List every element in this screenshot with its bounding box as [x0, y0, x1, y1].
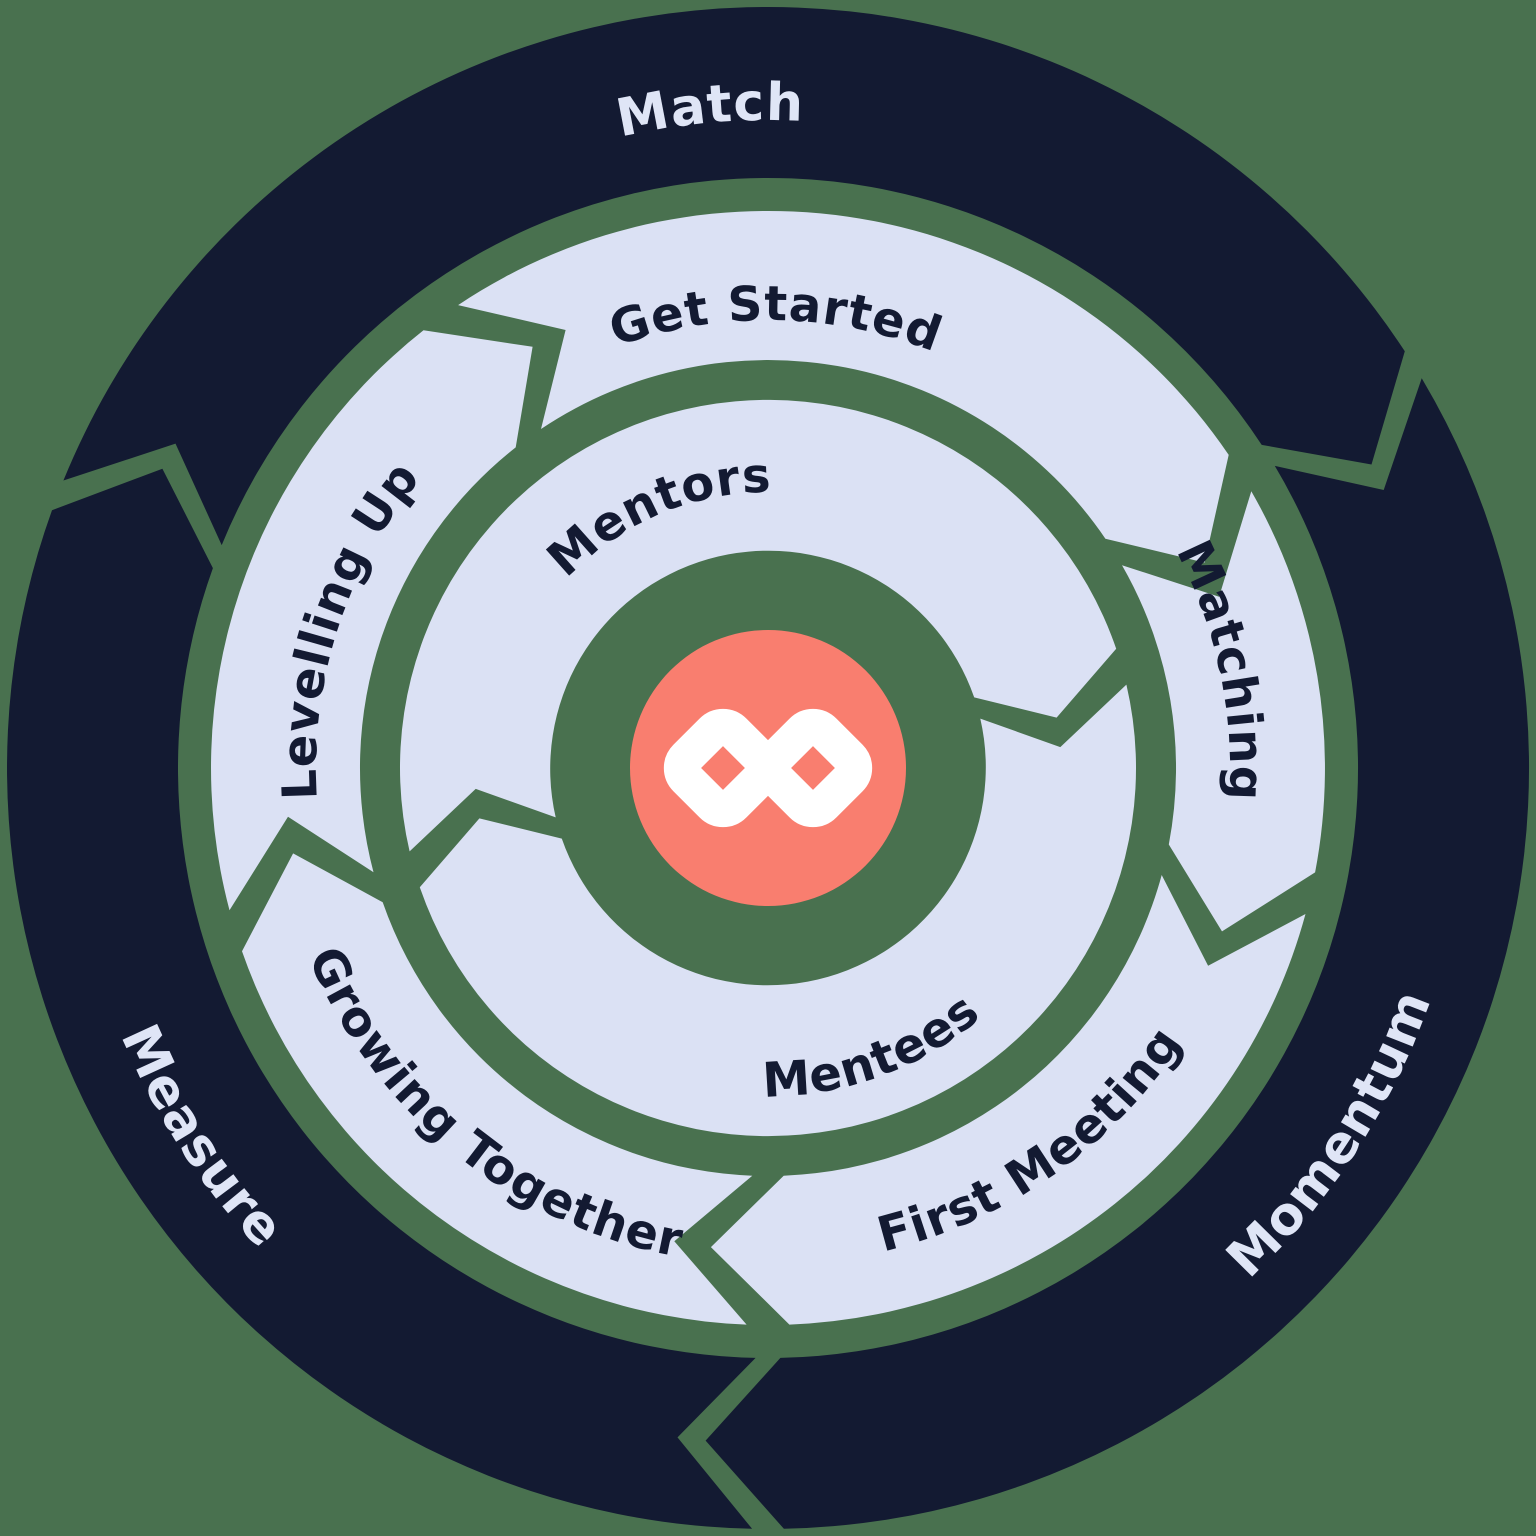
ring-segment-growing-together	[242, 853, 753, 1325]
infinity-link-right	[753, 708, 873, 828]
infinity-links-icon	[663, 708, 873, 828]
ring-segment-momentum	[705, 378, 1530, 1529]
ring-segment-match	[63, 6, 1405, 546]
ring-segment-mentees	[419, 684, 1137, 1137]
infinity-link-left	[663, 708, 783, 828]
ring-segment-matching	[1122, 491, 1325, 932]
center-logo-group	[630, 630, 906, 906]
ring-segment-measure	[7, 468, 756, 1529]
ring-segment-mentors	[399, 399, 1117, 852]
ring-segment-levelling-up	[211, 330, 533, 911]
ring-segment-first-meeting	[710, 875, 1306, 1325]
ring-segment-get-started	[458, 210, 1229, 563]
